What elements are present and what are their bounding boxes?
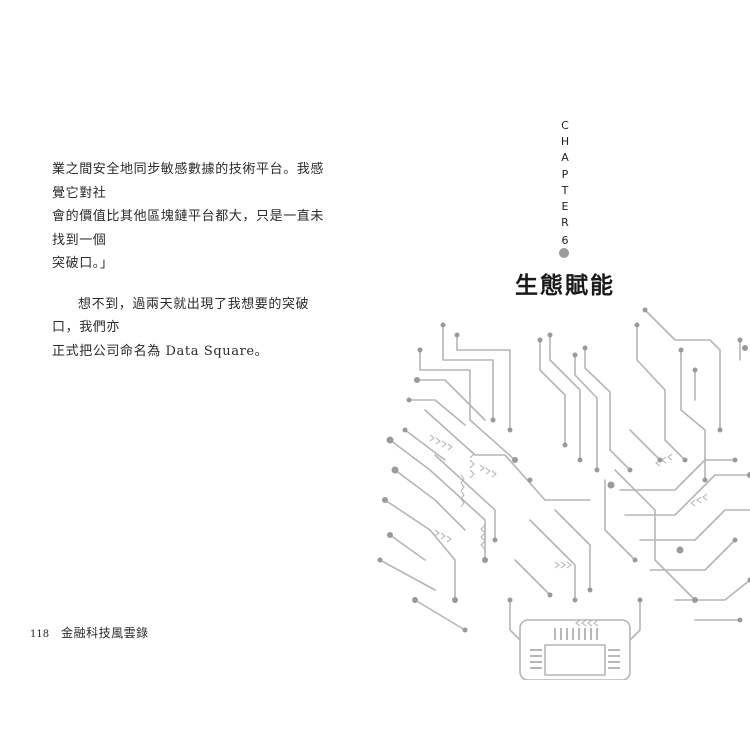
chapter-label: C H A P T E R 6 [555, 118, 575, 250]
page-footer: 118 金融科技風雲錄 [30, 624, 149, 641]
body-text: 業之間安全地同步敏感數據的技術平台。我感覺它對社 會的價值比其他區塊鏈平台都大，… [52, 158, 332, 363]
chapter-letter: E [561, 200, 569, 214]
right-page: C H A P T E R 6 生態賦能 [375, 0, 750, 750]
chapter-letter: R [561, 216, 569, 230]
paragraph-line: 正式把公司命名為 Data Square。 [52, 343, 269, 359]
paragraph-line: 突破口。」 [52, 256, 114, 271]
chapter-letter: H [560, 135, 570, 149]
paragraph-line: 業之間安全地同步敏感數據的技術平台。我感覺它對社 [52, 162, 325, 201]
chapter-letter: P [561, 167, 569, 181]
page-number: 118 [30, 629, 50, 640]
paragraph-line: 想不到，過兩天就出現了我想要的突破口，我們亦 [52, 296, 310, 336]
chapter-letter: T [561, 183, 569, 197]
chapter-letter: C [561, 119, 569, 132]
paragraph-1: 業之間安全地同步敏感數據的技術平台。我感覺它對社 會的價值比其他區塊鏈平台都大，… [52, 158, 332, 276]
chapter-letter: A [561, 151, 569, 165]
running-title: 金融科技風雲錄 [61, 626, 149, 640]
circuit-board-illustration [377, 307, 750, 680]
chapter-title: 生態賦能 [515, 273, 615, 299]
paragraph-2: 想不到，過兩天就出現了我想要的突破口，我們亦 正式把公司命名為 Data Squ… [52, 293, 332, 364]
chapter-dot-icon [559, 248, 569, 258]
chapter-number: 6 [561, 234, 569, 248]
left-page: 業之間安全地同步敏感數據的技術平台。我感覺它對社 會的價值比其他區塊鏈平台都大，… [30, 158, 332, 641]
paragraph-line: 會的價值比其他區塊鏈平台都大，只是一直未找到一個 [52, 209, 325, 248]
